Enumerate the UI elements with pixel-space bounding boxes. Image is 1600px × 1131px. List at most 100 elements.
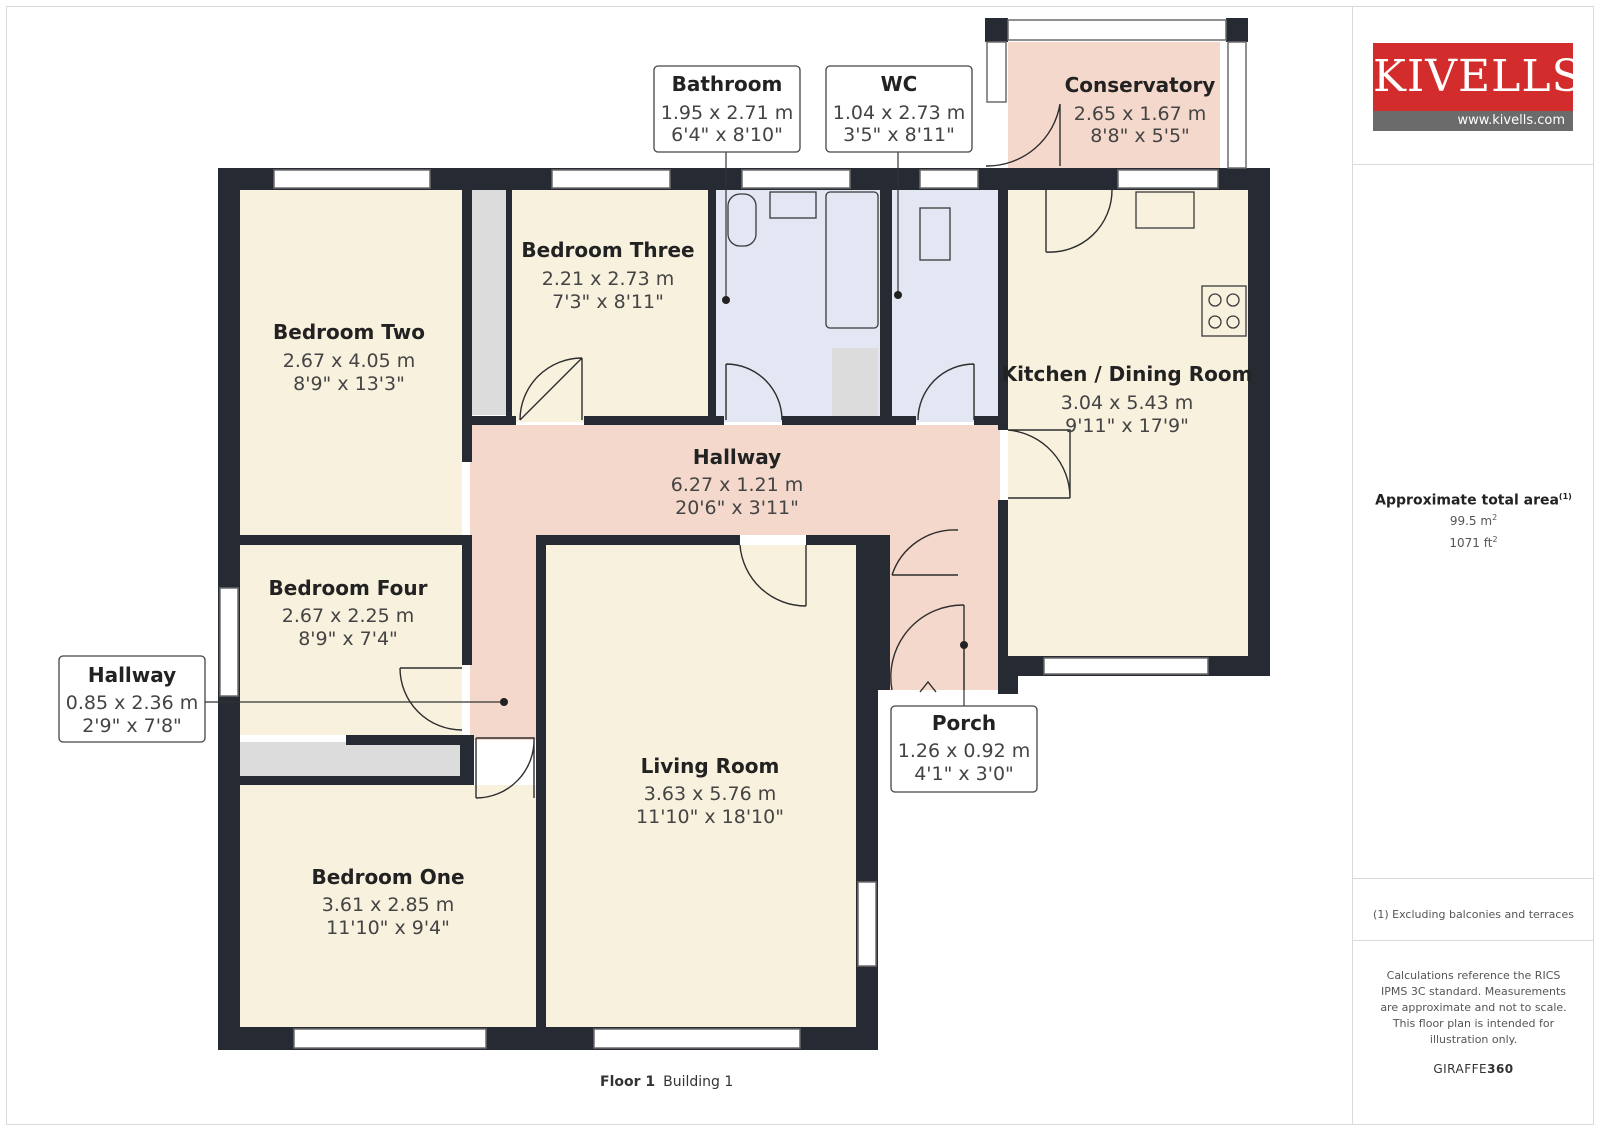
room-name: Bedroom Two: [273, 320, 425, 344]
wall-bed4-right: [462, 535, 472, 665]
wall-bath-right: [880, 190, 892, 422]
footnote-marker: (1): [1558, 492, 1572, 501]
wall-living-top-b: [806, 535, 856, 545]
wall-hall-top-d: [974, 416, 1008, 425]
window-conservatory-right: [1227, 41, 1247, 169]
wall-bed4-top: [240, 535, 472, 545]
logo-wordmark: KIVELLS: [1373, 43, 1582, 111]
room-name: WC: [881, 72, 918, 96]
room-metric: 3.61 x 2.85 m: [322, 894, 454, 916]
wall-bed3-right: [708, 190, 716, 422]
wall-bed1-top-right: [460, 735, 474, 785]
room-metric: 2.65 x 1.67 m: [1074, 103, 1206, 125]
wall-kitchen-right: [1248, 168, 1270, 676]
bath-basin: [769, 191, 817, 219]
doors: [399, 103, 1113, 799]
airing-cupboard: [832, 348, 878, 418]
room-metric: 6.27 x 1.21 m: [671, 474, 803, 496]
wall-living-top-a: [540, 535, 740, 545]
callout-box-porch: [890, 705, 1038, 793]
callout-box-bathroom: [653, 65, 801, 153]
wall-living-right: [856, 535, 878, 1050]
walls: [218, 18, 1270, 1050]
room-name: Porch: [932, 711, 996, 735]
room-labels: Bedroom Two 2.67 x 4.05 m 8'9" x 13'3" B…: [66, 72, 1253, 939]
window-kitchen-bottom: [1043, 657, 1209, 675]
leader-dot-porch: [960, 641, 968, 649]
window-living-bottom: [593, 1028, 801, 1049]
logo-url: www.kivells.com: [1373, 111, 1573, 131]
room-metric: 3.63 x 5.76 m: [644, 783, 776, 805]
bath-toilet: [727, 193, 757, 247]
fixtures: [727, 191, 1247, 337]
room-name: Bedroom One: [311, 865, 464, 889]
window-living-side: [857, 881, 877, 967]
entrance-arrow: [919, 680, 937, 693]
area-footnote: (1) Excluding balconies and terraces: [1373, 908, 1574, 921]
door-bath: [725, 363, 783, 421]
wall-bed1-top: [240, 776, 474, 785]
wall-wc-right: [998, 190, 1008, 430]
room-metric: 1.04 x 2.73 m: [833, 102, 965, 124]
divider: [1353, 878, 1594, 879]
window-bath: [741, 169, 851, 189]
floor-label: Floor 1 Building 1: [600, 1074, 780, 1090]
floor-name: Floor 1: [600, 1074, 656, 1090]
door-hall-porch: [891, 529, 959, 576]
wall-hall-top-c: [782, 416, 916, 425]
room-imperial: 2'9" x 7'8": [82, 715, 182, 737]
room-name: Bedroom Three: [521, 238, 694, 262]
window-conservatory-top: [1007, 19, 1227, 41]
room-name: Bedroom Four: [269, 576, 428, 600]
room-metric: 0.85 x 2.36 m: [66, 692, 198, 714]
room-floors: [240, 42, 1248, 1027]
floor-living-room: [546, 545, 856, 1027]
floor-plan: Bedroom Two 2.67 x 4.05 m 8'9" x 13'3" B…: [58, 18, 1270, 1050]
info-panel: KIVELLS www.kivells.com Approximate tota…: [1352, 6, 1594, 1125]
wall-living-left: [536, 535, 546, 1027]
wall-bed2-right-lower: [462, 420, 472, 462]
leaders: [204, 152, 968, 706]
room-name: Conservatory: [1065, 73, 1216, 97]
door-bed1: [475, 737, 535, 799]
room-imperial: 6'4" x 8'10": [671, 124, 783, 146]
door-conservatory-outside: [985, 103, 1061, 167]
kitchen-sink: [1135, 191, 1195, 229]
room-name: Hallway: [88, 663, 176, 687]
wall-kitchen-left-lower: [998, 500, 1008, 660]
building-name: Building 1: [663, 1074, 734, 1090]
door-wc: [917, 363, 975, 421]
room-name: Kitchen / Dining Room: [1002, 362, 1253, 386]
room-imperial: 11'10" x 18'10": [636, 806, 784, 828]
room-imperial: 8'8" x 5'5": [1090, 125, 1190, 147]
floor-bedroom-one: [240, 785, 536, 1027]
floor-conservatory: [1008, 42, 1220, 186]
room-imperial: 11'10" x 9'4": [326, 917, 450, 939]
floor-kitchen: [1008, 190, 1248, 656]
window-wc: [919, 169, 979, 189]
plan-frame: [6, 6, 1594, 1125]
window-kitchen-top: [1117, 169, 1219, 189]
callout-box-hallway-side: [58, 655, 206, 743]
measurement-disclaimer: Calculations reference the RICS IPMS 3C …: [1380, 969, 1567, 1046]
divider: [1353, 164, 1594, 165]
room-metric: 2.67 x 4.05 m: [283, 350, 415, 372]
wall-conservatory-base: [985, 168, 1008, 190]
room-imperial: 7'3" x 8'11": [552, 291, 664, 313]
door-bed4: [399, 667, 463, 731]
wall-bed2-right: [462, 190, 472, 420]
hob-ring: [1208, 315, 1222, 329]
floor-wc: [892, 190, 998, 422]
floor-hallway-main: [470, 425, 1000, 740]
wall-hall-top-a: [472, 416, 516, 425]
room-metric: 2.67 x 2.25 m: [282, 605, 414, 627]
wall-porch-bottom-right: [998, 656, 1018, 694]
room-imperial: 9'11" x 17'9": [1065, 415, 1189, 437]
floor-bedroom-two: [240, 190, 462, 535]
wall-conservatory-right: [1226, 18, 1248, 42]
leader-dot-bathroom: [722, 296, 730, 304]
wc-basin: [919, 207, 951, 261]
window-bed3: [551, 169, 671, 189]
total-area-m2: 99.5 m2: [1449, 513, 1498, 528]
windows: [219, 19, 1247, 1049]
